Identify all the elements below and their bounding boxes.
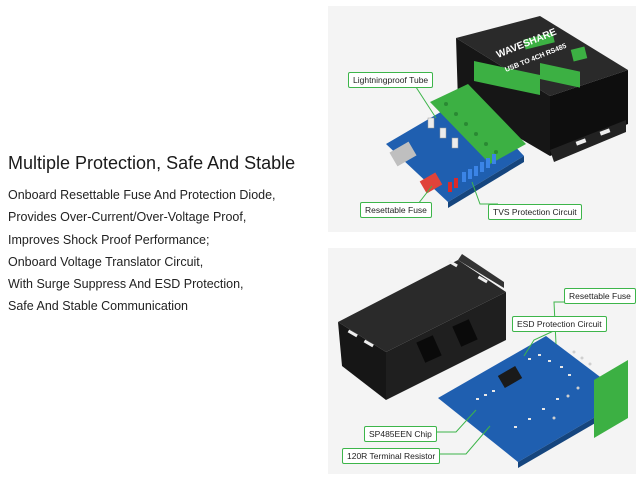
callout-tvs-protection: TVS Protection Circuit [488, 204, 582, 220]
callout-lightningproof-tube: Lightningproof Tube [348, 72, 434, 88]
feature-list: Onboard Resettable Fuse And Protection D… [8, 184, 276, 318]
feature-item: With Surge Suppress And ESD Protection, [8, 277, 244, 292]
callout-esd-protection: ESD Protection Circuit [512, 316, 607, 332]
callout-resettable-fuse-bottom: Resettable Fuse [564, 288, 636, 304]
callout-sp485een-chip: SP485EEN Chip [364, 426, 437, 442]
pcb-board [386, 84, 526, 208]
image-panel: WAVESHARE USB TO 4CH RS485 [318, 0, 640, 480]
enclosure: WAVESHARE USB TO 4CH RS485 [456, 16, 628, 162]
description-panel: Multiple Protection, Safe And Stable Onb… [0, 0, 318, 480]
top-product-illustration: WAVESHARE USB TO 4CH RS485 [386, 16, 628, 208]
callout-terminal-resistor: 120R Terminal Resistor [342, 448, 441, 464]
feature-item: Improves Shock Proof Performance; [8, 232, 210, 247]
bottom-product-image: Resettable Fuse ESD Protection Circuit S… [328, 248, 636, 474]
enclosure-terminals [474, 61, 580, 96]
feature-item: Onboard Resettable Fuse And Protection D… [8, 188, 276, 202]
bottom-product-illustration [338, 254, 628, 468]
headline: Multiple Protection, Safe And Stable [8, 153, 296, 173]
enclosure-open [338, 254, 506, 400]
feature-item: Provides Over-Current/Over-Voltage Proof… [8, 210, 247, 225]
feature-item: Safe And Stable Communication [8, 299, 188, 314]
top-product-image: WAVESHARE USB TO 4CH RS485 [328, 6, 636, 232]
callout-resettable-fuse-top: Resettable Fuse [360, 202, 432, 218]
feature-item: Onboard Voltage Translator Circuit, [8, 254, 204, 269]
